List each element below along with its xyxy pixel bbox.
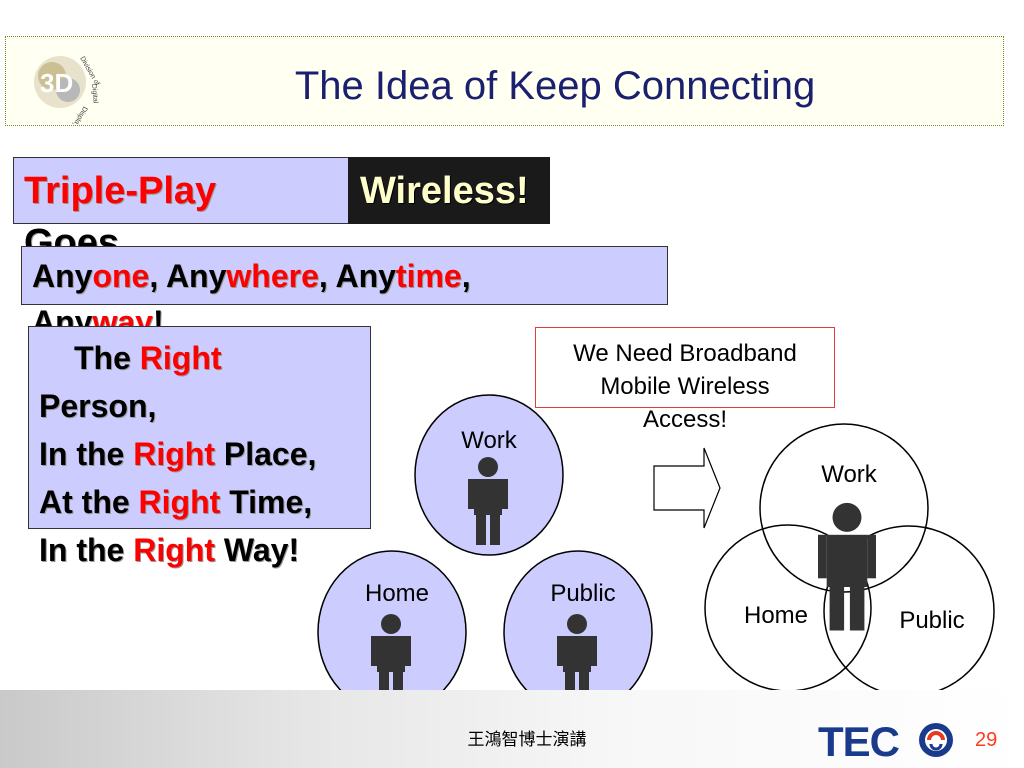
right-line-3: In the Right Place, bbox=[39, 436, 317, 472]
teco-logo-icon: TEC bbox=[818, 718, 953, 762]
right-line-1: The Right bbox=[74, 340, 222, 376]
svg-text:TEC: TEC bbox=[818, 718, 900, 762]
triple-play-box bbox=[13, 157, 349, 224]
home-circle: Home bbox=[317, 550, 467, 714]
svg-text:3D: 3D bbox=[40, 68, 73, 98]
wireless-box bbox=[348, 157, 550, 224]
triple-play-label: Triple-Play bbox=[24, 170, 217, 212]
right-line-2: Person, bbox=[39, 388, 157, 424]
anyone-line-1: Anyone, Anywhere, Anytime, bbox=[32, 258, 471, 294]
venn-home-label: Home bbox=[744, 602, 808, 629]
home-circle-label: Home bbox=[365, 580, 429, 607]
right-line-4: At the Right Time, bbox=[39, 484, 313, 520]
wireless-label: Wireless! bbox=[360, 170, 529, 212]
header-frame bbox=[5, 36, 1004, 126]
venn-person-icon bbox=[818, 502, 876, 631]
right-person-box bbox=[28, 326, 371, 529]
svg-text:Digital: Digital bbox=[90, 84, 99, 104]
venn-diagram: Work Home Public bbox=[704, 423, 995, 697]
callout-text: We Need Broadband Mobile Wireless Access… bbox=[573, 340, 797, 433]
work-circle: Work bbox=[414, 394, 564, 556]
division-logo-icon: 3D Division of Digital Display bbox=[34, 56, 101, 124]
footer-speaker-text: 王鴻智博士演講 bbox=[467, 730, 587, 750]
page-number: 29 bbox=[975, 729, 998, 751]
venn-work-label: Work bbox=[821, 461, 878, 488]
right-arrow-icon bbox=[653, 447, 721, 529]
work-circle-label: Work bbox=[461, 427, 518, 454]
callout-box bbox=[535, 327, 835, 408]
page-title: The Idea of Keep Connecting bbox=[294, 64, 816, 108]
public-circle-label: Public bbox=[550, 580, 615, 607]
venn-public-label: Public bbox=[899, 607, 964, 634]
public-circle: Public bbox=[503, 550, 653, 714]
footer-band bbox=[0, 690, 1024, 768]
anyone-box bbox=[21, 246, 668, 305]
right-line-5: In the Right Way! bbox=[39, 532, 300, 568]
